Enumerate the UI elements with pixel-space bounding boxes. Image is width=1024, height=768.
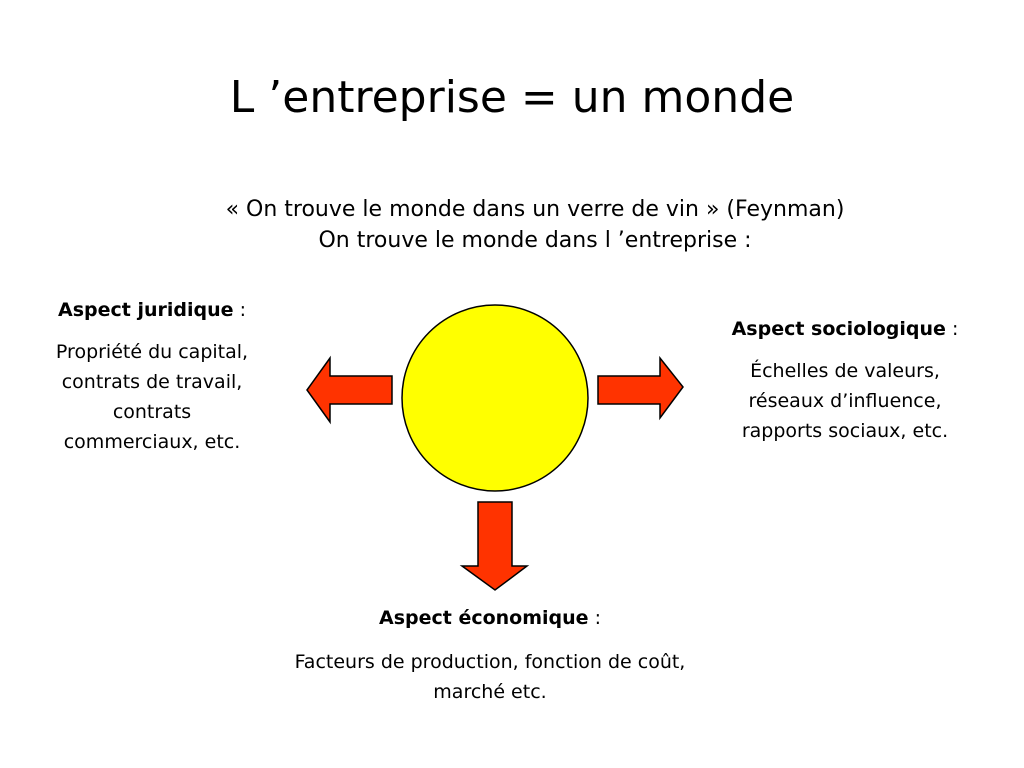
aspect-sociologique-heading: Aspect sociologique : xyxy=(700,314,990,344)
aspect-economique-line: marché etc. xyxy=(433,681,547,703)
aspect-economique-heading: Aspect économique : xyxy=(210,603,770,633)
aspect-sociologique-line: réseaux d’influence, xyxy=(748,390,942,412)
center-circle xyxy=(401,304,589,492)
aspect-economique-text: Facteurs de production, fonction de coût… xyxy=(210,647,770,707)
down-arrow xyxy=(459,501,530,591)
subtitle: « On trouve le monde dans un verre de vi… xyxy=(160,194,910,256)
aspect-economique: Aspect économique : Facteurs de producti… xyxy=(210,603,770,707)
aspect-economique-colon: : xyxy=(588,607,602,629)
aspect-economique-label: Aspect économique xyxy=(378,607,589,629)
right-arrow xyxy=(597,355,684,421)
aspect-juridique-text: Propriété du capital, contrats de travai… xyxy=(20,337,284,457)
aspect-juridique-line: commerciaux, etc. xyxy=(63,431,241,453)
aspect-juridique: Aspect juridique : Propriété du capital,… xyxy=(20,295,284,457)
aspect-juridique-line: contrats xyxy=(112,401,192,423)
left-arrow xyxy=(306,355,393,425)
aspect-sociologique-text: Échelles de valeurs, réseaux d’influence… xyxy=(700,356,990,446)
aspect-juridique-colon: : xyxy=(233,299,246,321)
aspect-juridique-label: Aspect juridique xyxy=(58,299,234,321)
aspect-economique-line: Facteurs de production, fonction de coût… xyxy=(294,651,686,673)
aspect-juridique-heading: Aspect juridique : xyxy=(20,295,284,325)
aspect-sociologique: Aspect sociologique : Échelles de valeur… xyxy=(700,314,990,446)
aspect-juridique-line: contrats de travail, xyxy=(61,371,243,393)
page-title: L ’entreprise = un monde xyxy=(229,72,795,123)
quote-line: « On trouve le monde dans un verre de vi… xyxy=(225,197,845,222)
aspect-sociologique-line: rapports sociaux, etc. xyxy=(741,420,949,442)
intro-line: On trouve le monde dans l ’entreprise : xyxy=(318,228,752,253)
aspect-sociologique-line: Échelles de valeurs, xyxy=(750,360,940,382)
aspect-sociologique-colon: : xyxy=(945,318,959,340)
aspect-juridique-line: Propriété du capital, xyxy=(55,341,249,363)
aspect-sociologique-label: Aspect sociologique xyxy=(731,318,946,340)
